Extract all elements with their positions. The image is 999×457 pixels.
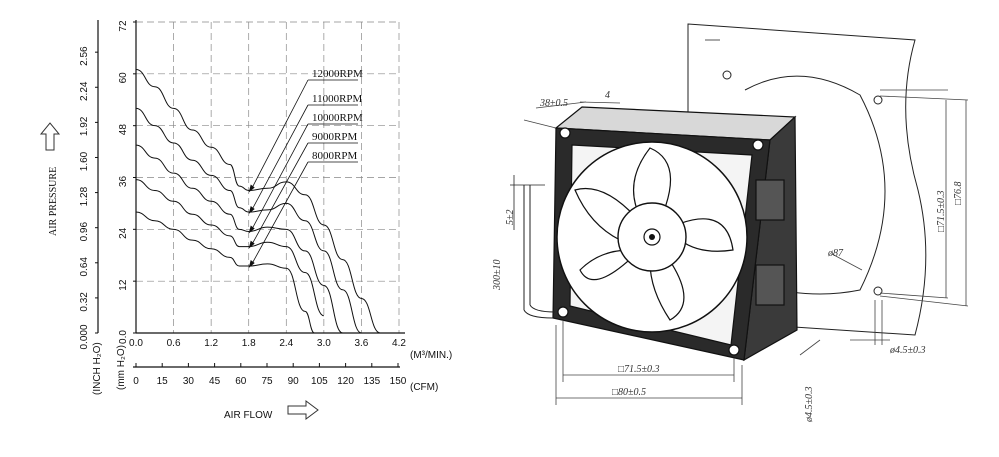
y-mm-tick: 0.0 bbox=[118, 330, 129, 344]
x-m3-tick: 0.0 bbox=[129, 338, 143, 349]
y-inch-tick: 1.60 bbox=[79, 151, 90, 171]
fan-hole-top-right bbox=[752, 139, 764, 151]
rpm-label: 12000RPM bbox=[312, 68, 363, 80]
y-inch-tick: 1.92 bbox=[79, 116, 90, 136]
y-mm-unit: (mm H₂O) bbox=[116, 345, 127, 390]
x-cfm-tick: 60 bbox=[235, 376, 247, 387]
panel-hole-top-left bbox=[722, 70, 732, 80]
rpm-label: 10000RPM bbox=[312, 112, 363, 124]
x-m3-tick: 3.0 bbox=[317, 338, 331, 349]
rpm-arrowhead bbox=[248, 260, 255, 269]
rpm-curve-12000RPM bbox=[135, 69, 381, 334]
y-inch-tick: 0.96 bbox=[79, 222, 90, 242]
dim-depth: 38±0.5 bbox=[539, 98, 568, 109]
rpm-leader bbox=[250, 123, 309, 232]
rpm-leader bbox=[250, 142, 309, 247]
rpm-label: 11000RPM bbox=[312, 93, 363, 105]
x-unit-cfm: (CFM) bbox=[410, 382, 438, 393]
y-mm-tick: 60 bbox=[118, 72, 129, 84]
panel-hole-top-right bbox=[873, 95, 883, 105]
dim-hole-pitch: □71.5±0.3 bbox=[618, 364, 660, 375]
y-inch-tick: 1.28 bbox=[79, 186, 90, 206]
rpm-curve-10000RPM bbox=[135, 144, 343, 334]
x-cfm-tick: 105 bbox=[311, 376, 328, 387]
x-cfm-tick: 30 bbox=[183, 376, 195, 387]
x-m3-tick: 1.2 bbox=[204, 338, 218, 349]
x-cfm-tick: 0 bbox=[133, 376, 139, 387]
rpm-curve-9000RPM bbox=[135, 179, 325, 317]
y-inch-tick: 0.64 bbox=[79, 257, 90, 277]
rpm-label: 8000RPM bbox=[312, 150, 357, 162]
fan-wire bbox=[510, 175, 556, 319]
y-inch-tick: 2.56 bbox=[79, 46, 90, 66]
rpm-curve-8000RPM bbox=[135, 211, 315, 334]
x-m3-tick: 0.6 bbox=[167, 338, 181, 349]
dim-top-small: 4 bbox=[605, 90, 610, 101]
rpm-leader bbox=[250, 104, 309, 213]
dim-wire-strip: 5±2 bbox=[505, 210, 516, 226]
rpm-arrowhead bbox=[248, 206, 255, 215]
airflow-label: AIR FLOW bbox=[224, 410, 273, 421]
x-m3-tick: 2.4 bbox=[279, 338, 293, 349]
dim-panel-cut: □76.8 bbox=[953, 181, 964, 205]
rpm-curves bbox=[135, 69, 381, 334]
x-m3-tick: 3.6 bbox=[354, 338, 368, 349]
airflow-arrow-icon bbox=[287, 400, 319, 420]
fan-hole-bottom-left bbox=[557, 306, 569, 318]
panel-hole-bottom-right bbox=[873, 286, 883, 296]
fan-hole-bottom-right bbox=[728, 344, 740, 356]
rpm-arrowhead bbox=[248, 184, 255, 193]
y-mm-tick: 36 bbox=[118, 176, 129, 188]
rpm-label: 9000RPM bbox=[312, 131, 357, 143]
x-m3-tick: 4.2 bbox=[392, 338, 406, 349]
rpm-leader bbox=[250, 161, 309, 267]
dim-panel-cutout: ø87 bbox=[827, 248, 844, 259]
dim-panel-hole: ø4.5±0.3 bbox=[889, 345, 926, 356]
x-cfm-tick: 15 bbox=[157, 376, 169, 387]
fan-body bbox=[552, 106, 798, 362]
y-mm-tick: 24 bbox=[118, 227, 129, 239]
x-cfm-tick: 45 bbox=[209, 376, 221, 387]
y-inch-tick: 2.24 bbox=[79, 81, 90, 101]
rpm-leader bbox=[250, 79, 309, 191]
x-unit-m3: (M³/MIN.) bbox=[410, 350, 452, 361]
dim-frame-width: □80±0.5 bbox=[612, 387, 646, 398]
pq-chart: 0.0 12 24 36 48 60 72 0.000 0.32 0.64 0.96 1.28 1.6… bbox=[39, 20, 452, 421]
rpm-label-group: 12000RPM 11000RPM 10000RPM 9000RPM 8000RPM bbox=[248, 68, 363, 269]
dim-wire-length: 300±10 bbox=[492, 260, 503, 292]
x-cfm-tick: 135 bbox=[363, 376, 380, 387]
y-mm-tick: 48 bbox=[118, 124, 129, 136]
y-mm-tick: 12 bbox=[118, 279, 129, 291]
x-cfm-tick-labels: 0 15 30 45 60 75 90 105 120 135 150 bbox=[133, 363, 407, 387]
pressure-arrow-icon bbox=[39, 122, 61, 151]
chart-grid bbox=[136, 21, 400, 333]
dim-panel-hole-pitch: □71.5±0.3 bbox=[936, 190, 947, 232]
y-inch-tick: 0.32 bbox=[79, 292, 90, 312]
x-cfm-tick: 90 bbox=[288, 376, 300, 387]
y-inch-tick-labels: 0.000 0.32 0.64 0.96 1.28 1.60 1.92 2.24 2.56 bbox=[79, 46, 98, 350]
x-m3-tick-labels: 0.0 0.6 1.2 1.8 2.4 3.0 3.6 4.2 bbox=[129, 338, 406, 349]
fan-hole-top-left bbox=[559, 127, 571, 139]
x-cfm-tick: 150 bbox=[390, 376, 407, 387]
y-axis-label: AIR PRESSURE bbox=[48, 167, 59, 236]
x-cfm-tick: 120 bbox=[337, 376, 354, 387]
y-inch-unit: (INCH H₂O) bbox=[92, 342, 103, 395]
dim-fan-hole: ø4.5±0.3 bbox=[804, 387, 815, 424]
rpm-curve-11000RPM bbox=[135, 107, 362, 334]
y-inch-tick: 0.000 bbox=[79, 324, 90, 349]
rpm-arrowhead bbox=[248, 240, 255, 249]
y-mm-tick: 72 bbox=[118, 20, 129, 32]
x-m3-tick: 1.8 bbox=[242, 338, 256, 349]
y-mm-tick-labels: 0.0 12 24 36 48 60 72 bbox=[118, 20, 136, 344]
rpm-arrowhead bbox=[248, 225, 255, 234]
x-cfm-tick: 75 bbox=[261, 376, 273, 387]
dimension-lines bbox=[523, 101, 821, 405]
